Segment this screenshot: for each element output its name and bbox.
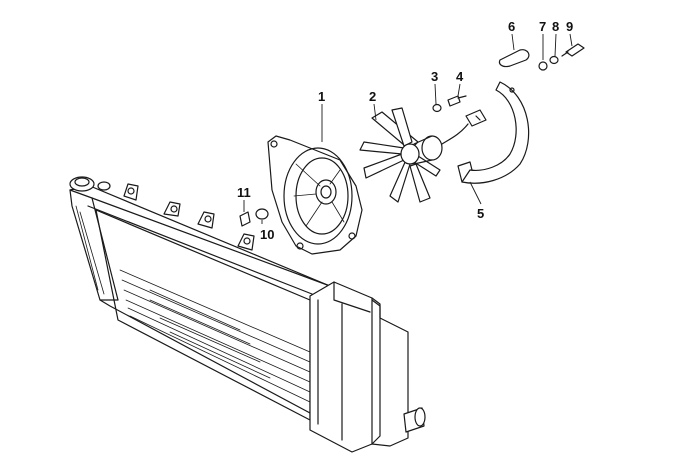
callout-2: 2 — [369, 89, 376, 104]
callout-7: 7 — [539, 19, 546, 34]
callout-numbers: 1 2 3 4 5 6 7 8 9 10 11 — [237, 19, 573, 242]
leader-lines — [243, 33, 573, 224]
nut-10 — [255, 208, 269, 220]
callout-5: 5 — [477, 206, 484, 221]
screw-9 — [561, 43, 585, 57]
callout-8: 8 — [552, 19, 559, 34]
callout-4: 4 — [456, 69, 464, 84]
screw-11 — [239, 211, 251, 227]
washer-3 — [432, 103, 442, 113]
washer-8 — [549, 55, 559, 65]
fan-shroud — [267, 135, 363, 255]
callout-3: 3 — [431, 69, 438, 84]
callout-10: 10 — [260, 227, 274, 242]
callout-1: 1 — [318, 89, 325, 104]
callout-9: 9 — [566, 19, 573, 34]
cooling-fan — [359, 107, 487, 203]
washer-7 — [538, 61, 548, 71]
callout-11: 11 — [237, 185, 251, 200]
radiator — [69, 176, 426, 453]
screw-4 — [447, 95, 467, 107]
clip-6 — [498, 49, 530, 68]
fan-bracket — [457, 81, 530, 184]
callout-6: 6 — [508, 19, 515, 34]
